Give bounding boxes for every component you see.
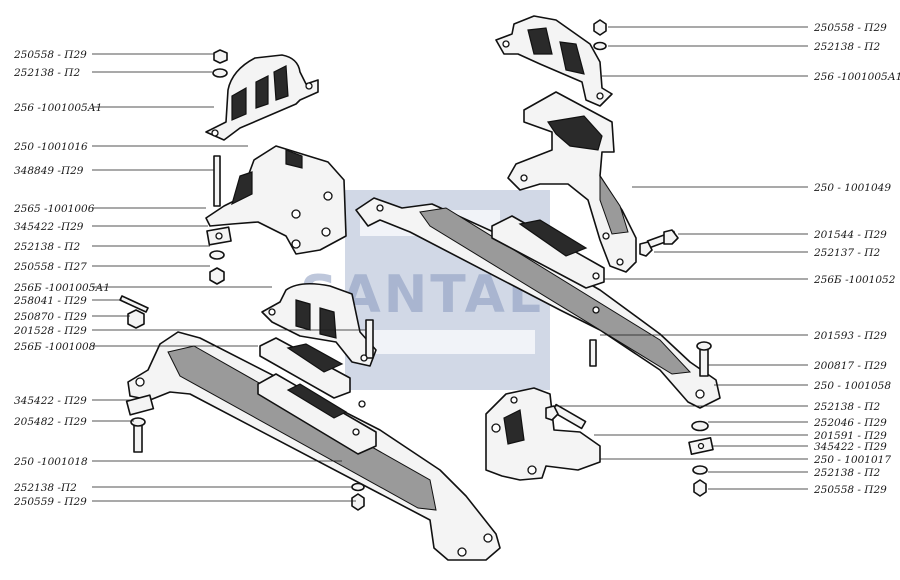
left-callout-label: 201528 - П29 <box>13 325 87 337</box>
left-callout-label: 250 -1001016 <box>13 141 88 153</box>
right-callout-label: 252046 - П29 <box>813 417 887 429</box>
right-callout-label: 256 -1001005А1 <box>813 71 900 83</box>
cotter-pin-nut <box>119 295 149 329</box>
left-callout-label: 256Б -1001008 <box>13 341 96 353</box>
engine-mount-lower-right <box>485 387 601 481</box>
left-callout-label: 250 -1001018 <box>13 456 88 468</box>
left-callout-label: 256Б -1001005А1 <box>13 282 110 294</box>
right-callout-label: 250 - 1001049 <box>813 182 891 194</box>
left-callout-label: 205482 - П29 <box>13 416 87 428</box>
left-callout-label: 250558 - П27 <box>13 261 87 273</box>
right-callout-label: 345422 - П29 <box>814 441 887 453</box>
rubber-pads <box>257 337 377 455</box>
bolts-center <box>589 339 712 377</box>
left-callout-label: 252138 - П2 <box>13 241 80 253</box>
right-callout-label: 252138 - П2 <box>813 401 880 413</box>
right-callout-label: 200817 - П29 <box>813 360 887 372</box>
left-callout-label: 256 -1001005А1 <box>13 102 102 114</box>
left-callouts: 250558 - П29 252138 - П2 256 -1001005А1 250… <box>13 49 366 508</box>
bracket-top-left <box>205 54 319 141</box>
bolt-right <box>639 229 679 257</box>
right-callout-label: 256Б -1001052 <box>813 274 896 286</box>
left-callout-label: 250559 - П29 <box>13 496 87 508</box>
right-callout-label: 250558 - П29 <box>813 22 887 34</box>
bolt-lower-left <box>125 394 365 511</box>
nut-top-left <box>212 49 228 78</box>
left-callout-label: 258041 - П29 <box>13 295 87 307</box>
left-callout-label: 345422 -П29 <box>14 221 84 233</box>
right-callout-label: 252137 - П2 <box>813 247 880 259</box>
right-callout-label: 250558 - П29 <box>813 484 887 496</box>
washers-right <box>688 420 714 497</box>
right-callout-label: 201544 - П29 <box>813 229 887 241</box>
bracket-top-right <box>495 15 613 107</box>
bracket-middle <box>261 282 377 367</box>
support-right <box>507 91 637 273</box>
left-callout-label: 2565 -1001006 <box>13 203 95 215</box>
crossmember-right <box>355 197 721 409</box>
washer-nut-left <box>209 250 225 285</box>
rubber-pad-right <box>491 215 605 289</box>
left-callout-label: 250558 - П29 <box>13 49 87 61</box>
left-callout-label: 348849 -П29 <box>14 165 84 177</box>
right-callout-label: 252138 - П2 <box>813 41 880 53</box>
left-callout-label: 250870 - П29 <box>13 311 87 323</box>
left-callout-label: 252138 -П2 <box>13 482 77 494</box>
engine-mount-left <box>205 145 347 255</box>
right-callouts: 250558 - П29 252138 - П2 256 -1001005А1 250… <box>552 22 900 496</box>
right-callout-label: 252138 - П2 <box>813 467 880 479</box>
left-callout-label: 345422 - П29 <box>14 395 87 407</box>
left-callout-label: 252138 - П2 <box>13 67 80 79</box>
right-callout-label: 201591 - П29 <box>813 430 887 442</box>
right-callout-label: 250 - 1001058 <box>813 380 891 392</box>
right-callout-label: 201593 - П29 <box>813 330 887 342</box>
right-callout-label: 250 - 1001017 <box>813 454 891 466</box>
